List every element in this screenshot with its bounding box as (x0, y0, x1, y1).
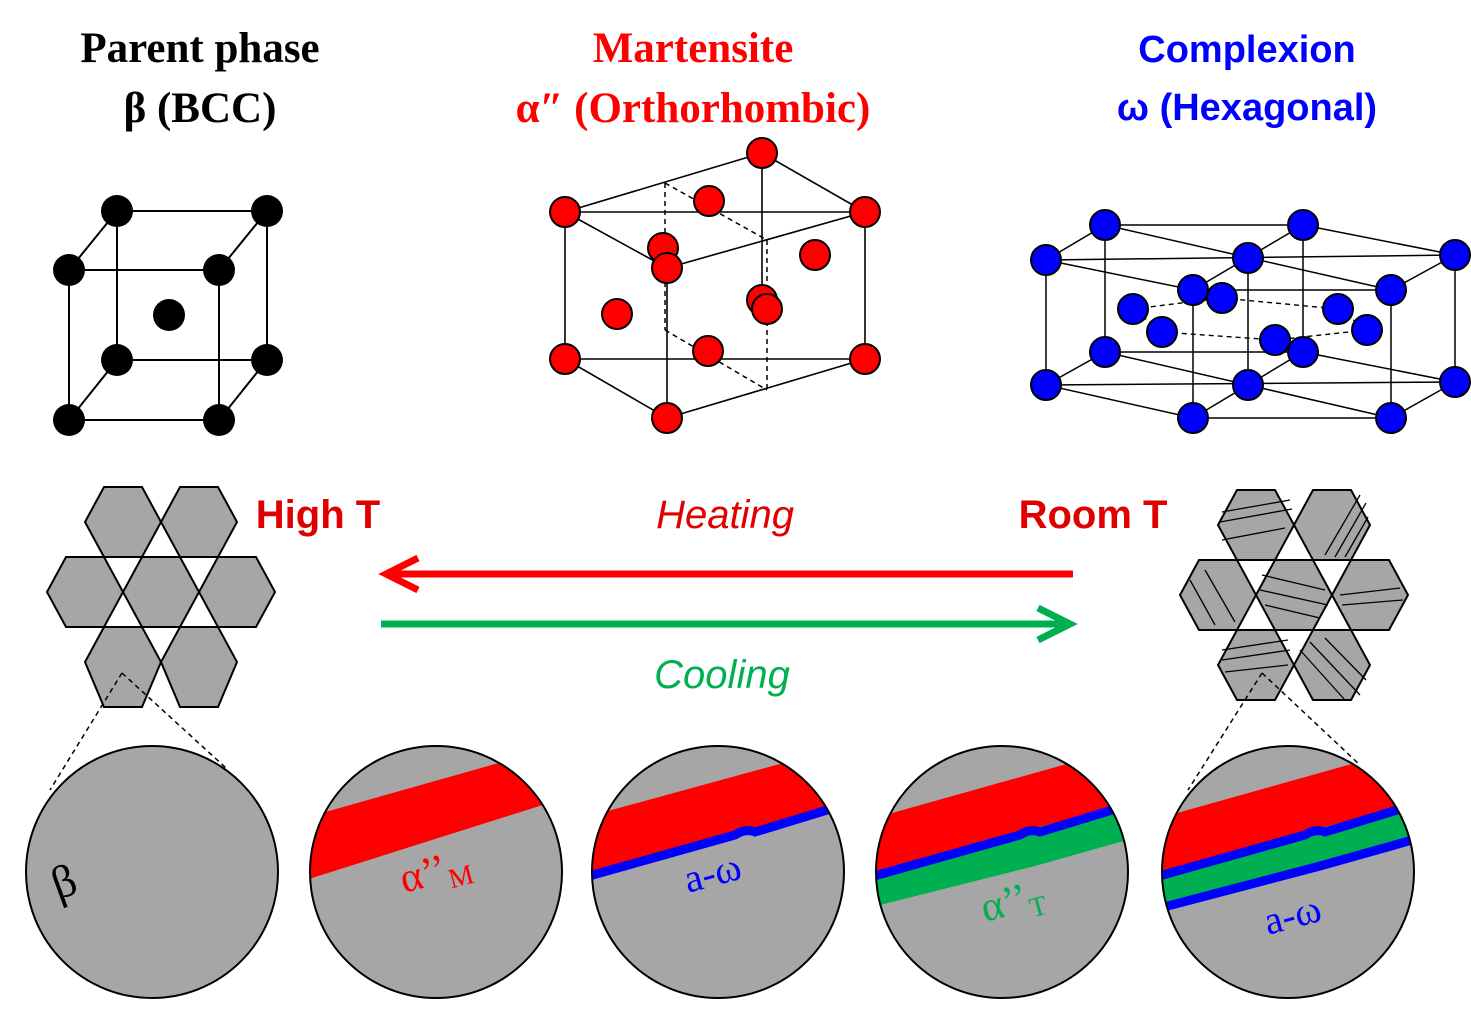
header-parent-phase: Parent phase β (BCC) (80, 25, 319, 132)
bcc-atoms (53, 195, 283, 436)
microstructure-alpha-t: α’’T (875, 745, 1129, 999)
header-martensite-line2: α″ (Orthorhombic) (516, 85, 871, 132)
alpha-m-label: α’’M (395, 840, 478, 908)
bcc-unit-cell (53, 195, 283, 436)
microstructure-complexion: a-ω (1161, 745, 1415, 999)
high-t-label: High T (256, 493, 380, 537)
header-parent-line1: Parent phase (80, 25, 319, 72)
zoom-lines (49, 672, 1361, 791)
grain-cluster-high-t (45, 486, 277, 708)
hex-atoms (1030, 209, 1471, 434)
orthorhombic-unit-cell (549, 137, 881, 434)
header-complexion: Complexion ω (Hexagonal) (1117, 29, 1377, 129)
cooling-arrow (381, 604, 1078, 644)
microstructure-omega-boundary: a-ω (591, 745, 845, 999)
header-martensite-line1: Martensite (593, 25, 794, 72)
room-t-label: Room T (1019, 493, 1168, 537)
ortho-atoms (549, 137, 881, 434)
microstructure-alpha-m: α’’M (309, 745, 563, 999)
header-parent-line2: β (BCC) (124, 85, 277, 132)
heating-label: Heating (656, 493, 794, 537)
microstructure-beta: β (25, 745, 279, 999)
grain-cluster-room-t (1178, 489, 1410, 701)
hexagonal-unit-cell (1030, 209, 1471, 434)
header-martensite: Martensite α″ (Orthorhombic) (516, 25, 871, 132)
cooling-label: Cooling (654, 653, 790, 697)
header-complexion-line1: Complexion (1138, 29, 1355, 71)
header-complexion-line2: ω (Hexagonal) (1117, 87, 1377, 129)
heating-arrow (378, 554, 1073, 594)
martensite-lath-lines (1189, 494, 1404, 701)
